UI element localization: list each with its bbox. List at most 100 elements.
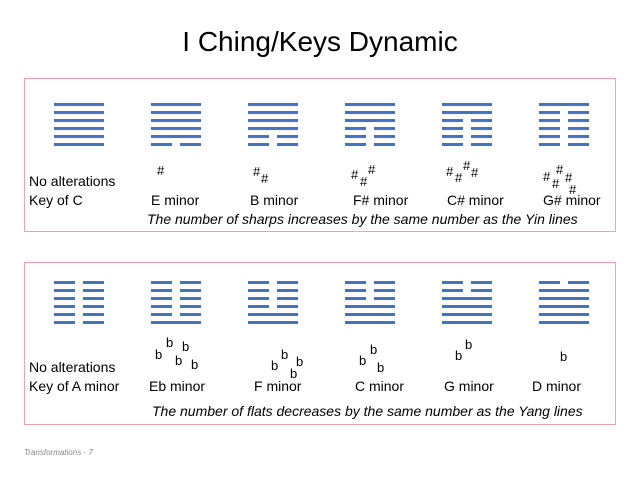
yin-line: [539, 281, 589, 284]
yang-line: [151, 111, 201, 114]
key-label: F minor: [254, 378, 302, 394]
line-segment: [248, 297, 269, 300]
line-segment: [83, 313, 104, 316]
line-segment: [345, 281, 366, 284]
line-segment: [471, 143, 492, 146]
hexagram-4: [345, 281, 395, 329]
flat-sign: b: [377, 360, 385, 375]
yang-line: [442, 103, 492, 106]
line-segment: [345, 103, 395, 106]
yang-line: [54, 127, 104, 130]
sharp-sign: #: [455, 170, 463, 185]
line-segment: [83, 281, 104, 284]
slide-footer: Transformations - 7: [24, 448, 93, 457]
yin-line: [151, 313, 201, 316]
line-segment: [151, 297, 172, 300]
line-segment: [151, 103, 201, 106]
line-segment: [277, 135, 298, 138]
line-segment: [442, 119, 463, 122]
line-segment: [539, 281, 560, 284]
line-segment: [442, 111, 492, 114]
key-label: G# minor: [543, 192, 601, 208]
line-segment: [277, 281, 298, 284]
sharp-sign: #: [471, 165, 479, 180]
no-alterations-label: No alterations: [29, 359, 116, 375]
line-segment: [345, 305, 395, 308]
yin-line: [54, 321, 104, 324]
hexagram-6: [539, 103, 589, 151]
flat-sign: b: [191, 357, 199, 372]
yang-line: [54, 103, 104, 106]
page-title: I Ching/Keys Dynamic: [182, 26, 458, 57]
line-segment: [539, 103, 589, 106]
line-segment: [374, 135, 395, 138]
flat-sign: b: [370, 342, 378, 357]
line-segment: [345, 313, 395, 316]
line-segment: [345, 119, 395, 122]
sharp-sign: #: [157, 163, 165, 178]
sharp-sign: #: [360, 174, 368, 189]
flat-sign: b: [560, 349, 568, 364]
line-segment: [248, 143, 269, 146]
line-segment: [471, 281, 492, 284]
line-segment: [248, 127, 298, 130]
line-segment: [442, 305, 492, 308]
line-segment: [345, 297, 366, 300]
sharp-sign: #: [552, 176, 560, 191]
key-label: F# minor: [353, 192, 409, 208]
line-segment: [54, 297, 75, 300]
line-segment: [54, 281, 75, 284]
line-segment: [345, 289, 366, 292]
flat-sign: b: [271, 358, 279, 373]
key-label: D minor: [532, 378, 582, 394]
line-segment: [442, 297, 492, 300]
line-segment: [539, 297, 589, 300]
no-alterations-label: No alterations: [29, 173, 116, 189]
flat-sign: b: [166, 335, 174, 350]
yin-line: [248, 297, 298, 300]
line-segment: [471, 289, 492, 292]
yang-line: [539, 289, 589, 292]
flat-sign: b: [296, 354, 304, 369]
line-segment: [151, 111, 201, 114]
sharps-panel: # # # # # # # # # # # # # # # No alterat…: [24, 78, 616, 232]
flat-sign: b: [182, 339, 190, 354]
flat-sign: b: [281, 347, 289, 362]
line-segment: [151, 127, 201, 130]
line-segment: [442, 103, 492, 106]
line-segment: [539, 289, 589, 292]
line-segment: [248, 305, 269, 308]
line-segment: [345, 111, 395, 114]
hexagram-2: [151, 103, 201, 151]
line-segment: [248, 281, 269, 284]
line-segment: [83, 289, 104, 292]
yin-line: [345, 135, 395, 138]
yin-line: [54, 297, 104, 300]
yin-line: [54, 305, 104, 308]
line-segment: [539, 321, 589, 324]
line-segment: [345, 127, 366, 130]
hexagram-2: [151, 281, 201, 329]
yang-line: [248, 321, 298, 324]
yang-line: [539, 297, 589, 300]
yang-line: [248, 103, 298, 106]
yang-line: [345, 321, 395, 324]
yang-line: [151, 103, 201, 106]
sharp-sign: #: [253, 164, 261, 179]
yang-line: [442, 297, 492, 300]
line-segment: [471, 135, 492, 138]
flat-sign: b: [359, 353, 367, 368]
line-segment: [83, 321, 104, 324]
sharp-sign: #: [446, 164, 454, 179]
yin-line: [539, 135, 589, 138]
line-segment: [442, 143, 463, 146]
yin-line: [442, 127, 492, 130]
yang-line: [54, 143, 104, 146]
line-segment: [568, 281, 589, 284]
hexagram-3: [248, 281, 298, 329]
line-segment: [151, 135, 201, 138]
line-segment: [442, 289, 463, 292]
yang-line: [248, 127, 298, 130]
line-segment: [151, 119, 201, 122]
yin-line: [442, 289, 492, 292]
